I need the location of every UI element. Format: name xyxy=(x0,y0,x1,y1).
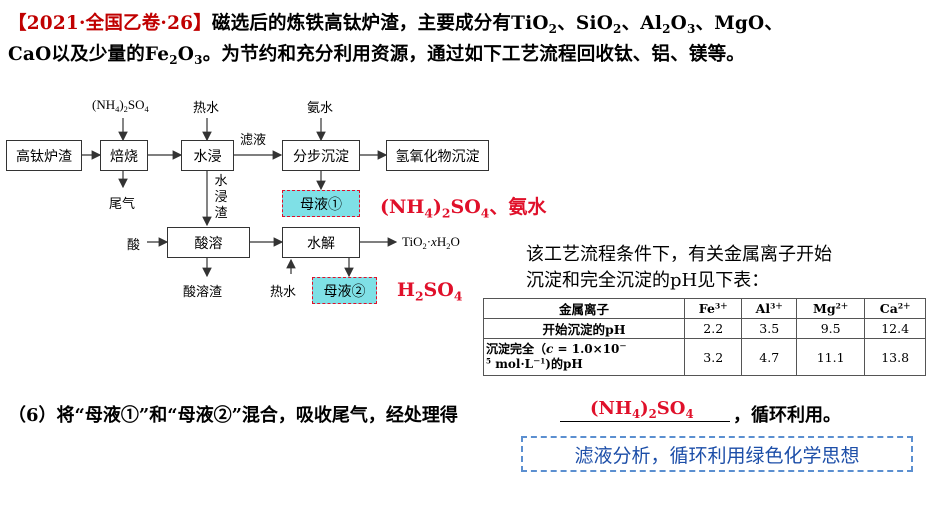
source-tag: 【2021·全国乙卷·26】 xyxy=(8,13,212,34)
box-hydrolysis: 水解 xyxy=(282,227,360,258)
box-hydroxide: 氢氧化物沉淀 xyxy=(386,140,489,171)
box-mother-liquor-2: 母液② xyxy=(312,277,377,304)
header-line-1: 【2021·全国乙卷·26】磁选后的炼铁高钛炉渣，主要成分有TiO2、SiO2、… xyxy=(8,13,784,37)
label-acid-residue: 酸溶渣 xyxy=(183,285,223,300)
label-hot-water-2: 热水 xyxy=(270,285,297,300)
red-note-mother1: (NH4)2SO4、氨水 xyxy=(380,196,547,221)
question-text: （6）将“母液①”和“母液②”混合，吸收尾气，经处理得 xyxy=(8,405,458,426)
red-note-mother2: H2SO4 xyxy=(397,279,463,304)
ion-fe: Fe3＋ xyxy=(683,298,743,319)
label-leach-residue: 水浸渣 xyxy=(214,174,228,221)
row-label-start: 开始沉淀的pH xyxy=(483,318,685,339)
note-line-1: 该工艺流程条件下，有关金属离子开始 xyxy=(526,244,832,265)
note-line-2: 沉淀和完全沉淀的pH见下表： xyxy=(526,270,770,291)
ion-ca: Ca2＋ xyxy=(864,298,926,319)
label-product: TiO2·xH2O xyxy=(402,234,460,251)
reagent-nh4so4: (NH4)2SO4 xyxy=(92,97,149,114)
answer-blank: (NH4)2SO4 xyxy=(560,398,730,422)
table-header-row: 金属离子 Fe3＋ Al3＋ Mg2＋ Ca2＋ xyxy=(483,298,926,319)
box-roast: 焙烧 xyxy=(100,140,148,171)
row-label-complete: 沉淀完全（c = 1.0×10－5 mol·L－1)的pH xyxy=(483,338,685,376)
box-step-precipitation: 分步沉淀 xyxy=(282,140,360,171)
question-tail: ，循环利用。 xyxy=(733,405,841,426)
box-mother-liquor-1: 母液① xyxy=(282,190,360,217)
box-leach: 水浸 xyxy=(181,140,234,171)
table-header-label: 金属离子 xyxy=(483,298,685,319)
box-slag: 高钛炉渣 xyxy=(6,140,82,171)
label-acid: 酸 xyxy=(127,238,141,253)
table-row: 沉淀完全（c = 1.0×10－5 mol·L－1)的pH 3.2 4.7 11… xyxy=(483,338,926,376)
header-line-2: CaO以及少量的Fe2O3。为节约和充分利用资源，通过如下工艺流程回收钛、铝、镁… xyxy=(8,44,745,68)
table-row: 开始沉淀的pH 2.2 3.5 9.5 12.4 xyxy=(483,318,926,339)
ion-mg: Mg2＋ xyxy=(795,298,866,319)
ph-table: 金属离子 Fe3＋ Al3＋ Mg2＋ Ca2＋ 开始沉淀的pH 2.2 3.5… xyxy=(483,298,926,376)
tip-box: 滤液分析，循环利用绿色化学思想 xyxy=(521,436,913,472)
box-acid-dissolve: 酸溶 xyxy=(167,227,250,258)
ion-al: Al3＋ xyxy=(741,298,797,319)
reagent-ammonia: 氨水 xyxy=(307,101,334,116)
label-tailgas: 尾气 xyxy=(109,197,136,212)
label-filtrate: 滤液 xyxy=(240,133,267,148)
reagent-hot-water: 热水 xyxy=(193,101,220,116)
